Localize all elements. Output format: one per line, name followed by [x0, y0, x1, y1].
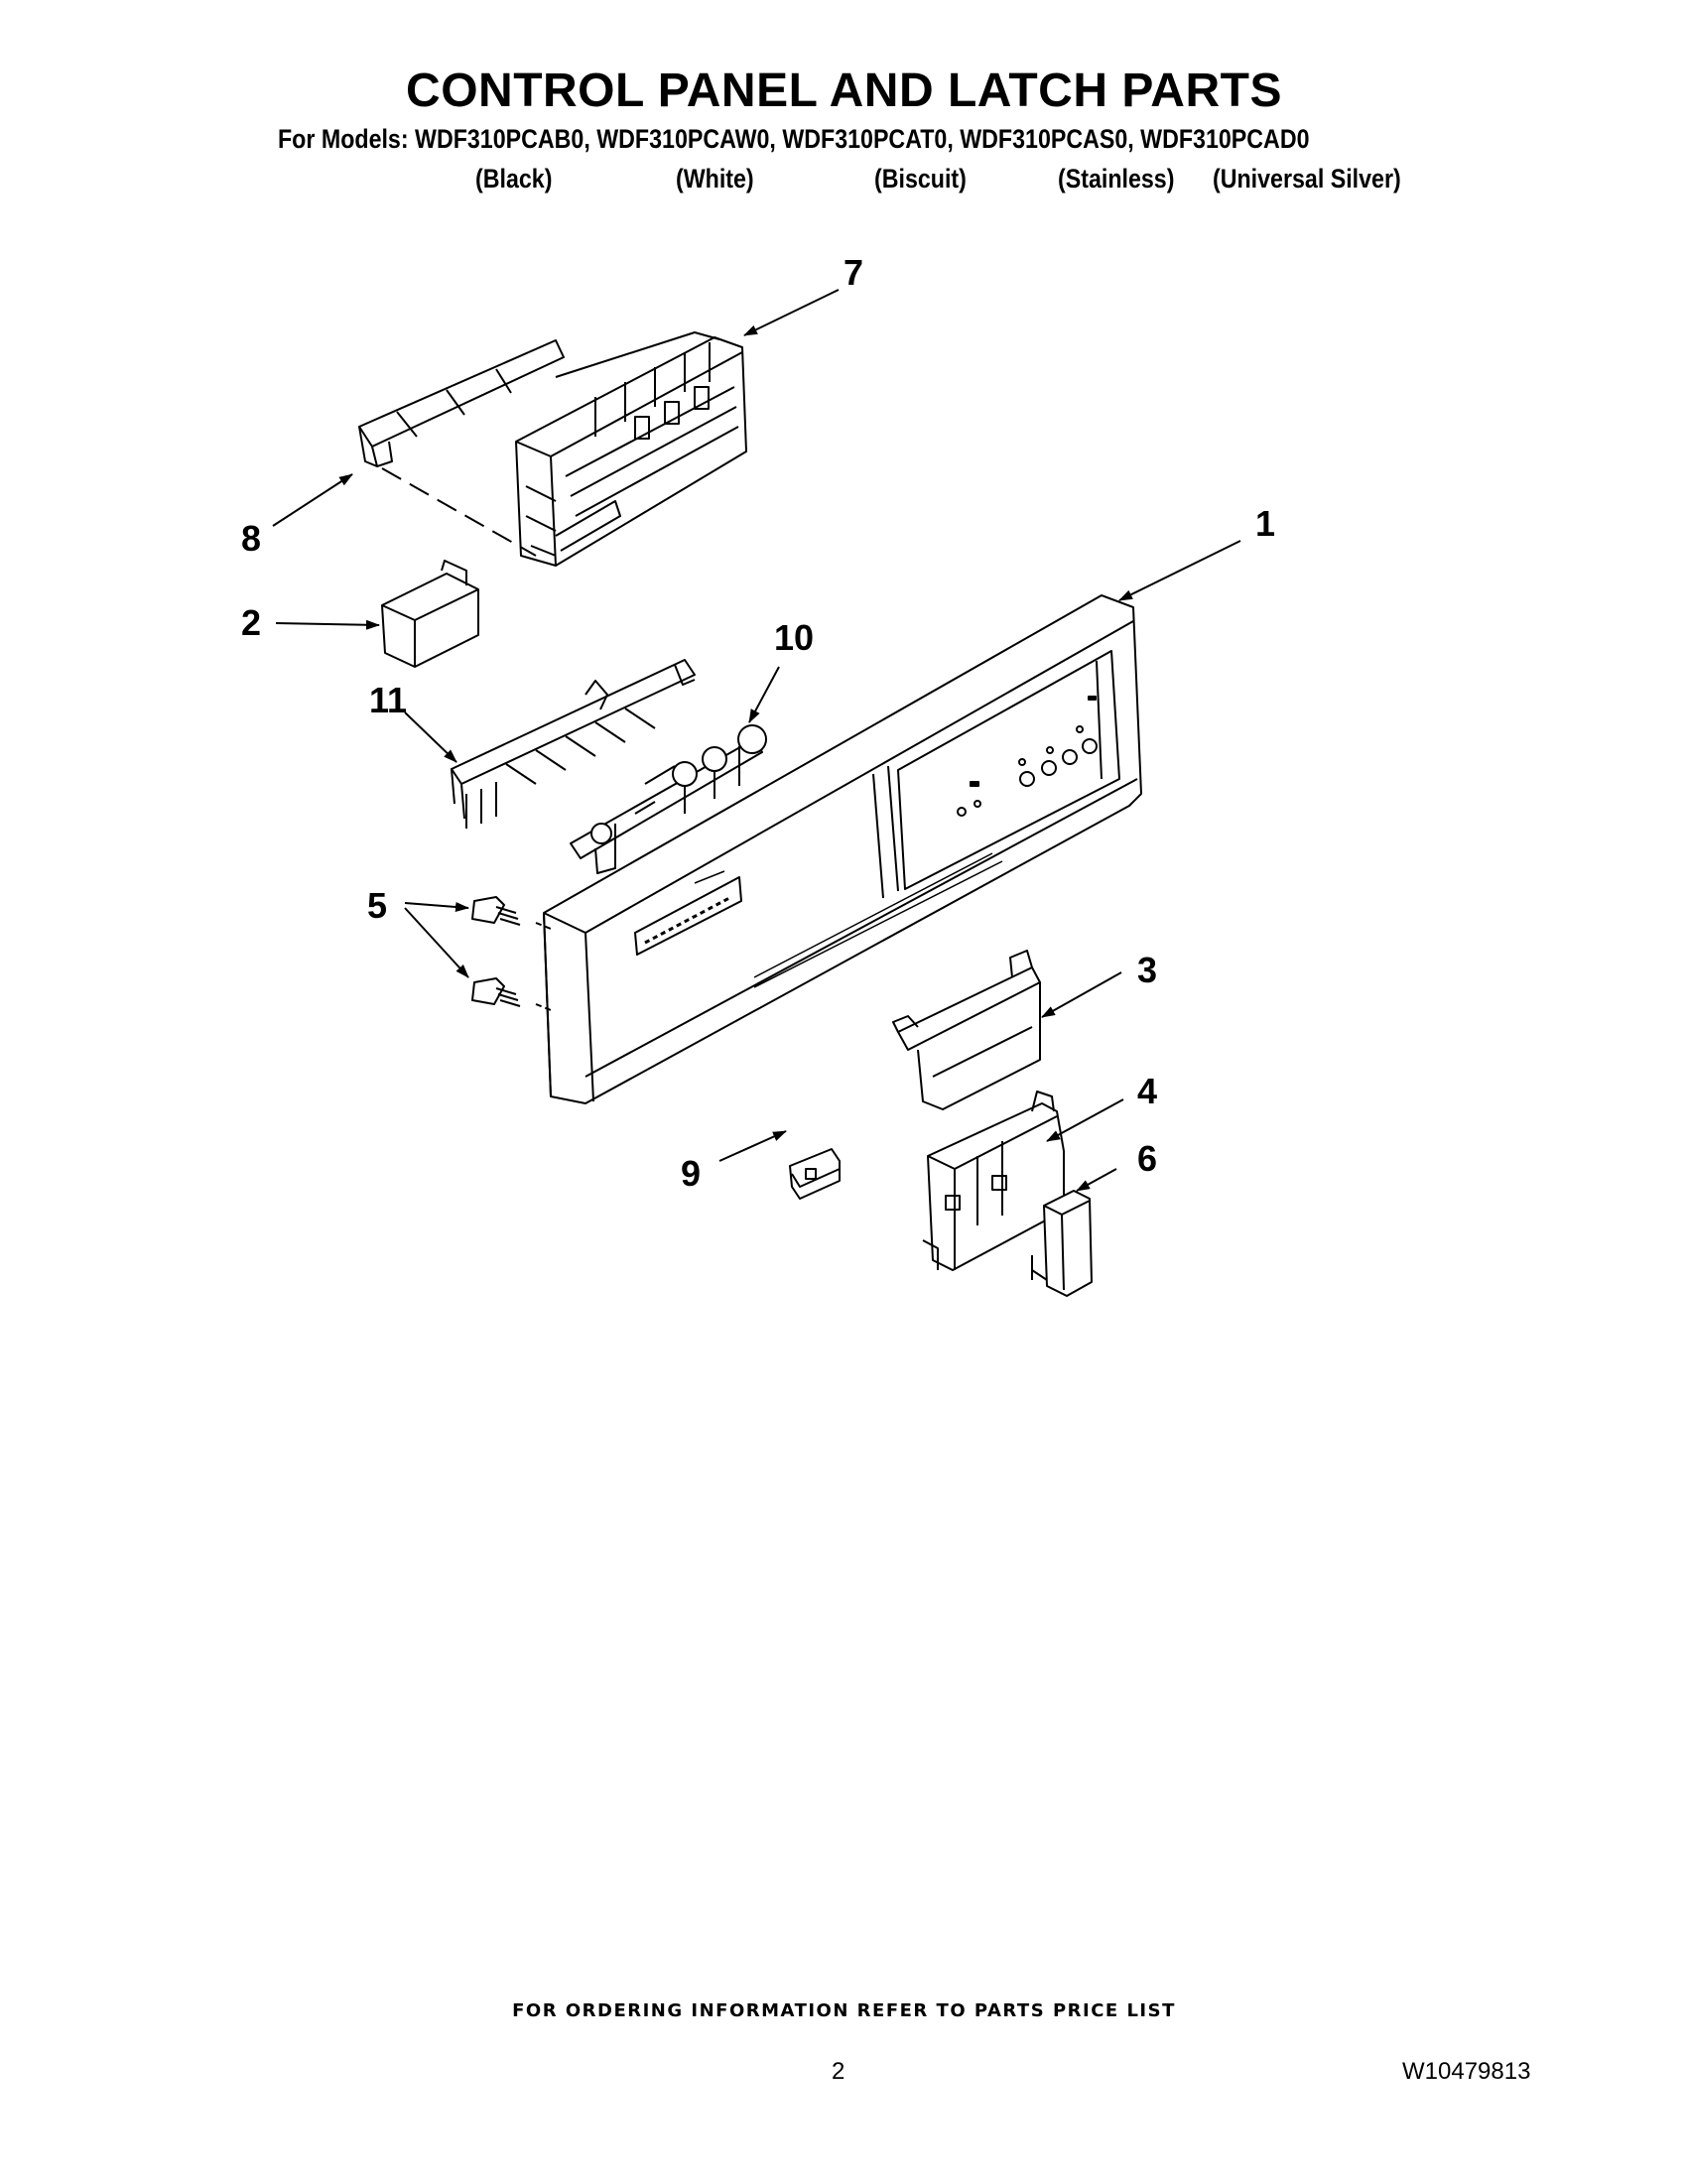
latch-strike: [1031, 1190, 1093, 1297]
page-title: CONTROL PANEL AND LATCH PARTS: [406, 64, 1282, 117]
color-biscuit: (Biscuit): [874, 164, 967, 193]
leader-1: [1118, 540, 1241, 601]
electronic-control-board: [515, 331, 747, 567]
callout-9: 9: [681, 1153, 701, 1194]
callout-8: 8: [241, 518, 261, 559]
leader-6: [1076, 1168, 1117, 1192]
models-line: For Models: WDF310PCAB0, WDF310PCAW0, WD…: [278, 124, 1310, 154]
callout-1: 1: [1255, 503, 1275, 544]
callout-2: 2: [241, 602, 261, 643]
callout-11: 11: [369, 680, 407, 720]
leader-10: [748, 666, 780, 723]
clip-bracket: [381, 560, 479, 668]
leader-7: [743, 289, 840, 336]
callout-7: 7: [844, 252, 863, 293]
callout-10: 10: [774, 617, 814, 658]
callout-5: 5: [367, 885, 387, 926]
document-number: W10479813: [1402, 2058, 1531, 2085]
callout-6: 6: [1137, 1138, 1157, 1179]
page-number: 2: [832, 2058, 845, 2085]
model-colors: (Black) (White) (Biscuit) (Stainless) (U…: [0, 164, 1688, 197]
color-white: (White): [676, 164, 754, 193]
leader-3: [1041, 971, 1122, 1018]
control-panel-console: [543, 594, 1142, 1104]
color-universal-silver: (Universal Silver): [1213, 164, 1401, 193]
screw-bottom: [471, 977, 552, 1011]
callout-4: 4: [1137, 1071, 1157, 1111]
color-stainless: (Stainless): [1058, 164, 1175, 193]
leader-2: [275, 619, 380, 630]
board-bracket: [358, 339, 565, 467]
push-button-assembly: [570, 724, 767, 874]
ordering-note: FOR ORDERING INFORMATION REFER TO PARTS …: [512, 2000, 1176, 2021]
leader-5b: [404, 907, 469, 978]
callout-3: 3: [1137, 950, 1157, 990]
color-black: (Black): [475, 164, 553, 193]
leader-8: [272, 473, 353, 527]
latch-handle: [892, 950, 1041, 1110]
door-switch: [789, 1148, 841, 1200]
leader-11: [404, 711, 457, 763]
leader-5a: [404, 902, 469, 912]
rocker-assembly: [451, 659, 696, 829]
screw-top: [471, 896, 552, 930]
leader-9: [718, 1130, 787, 1162]
leader-4: [1046, 1098, 1124, 1142]
door-latch: [922, 1091, 1065, 1271]
